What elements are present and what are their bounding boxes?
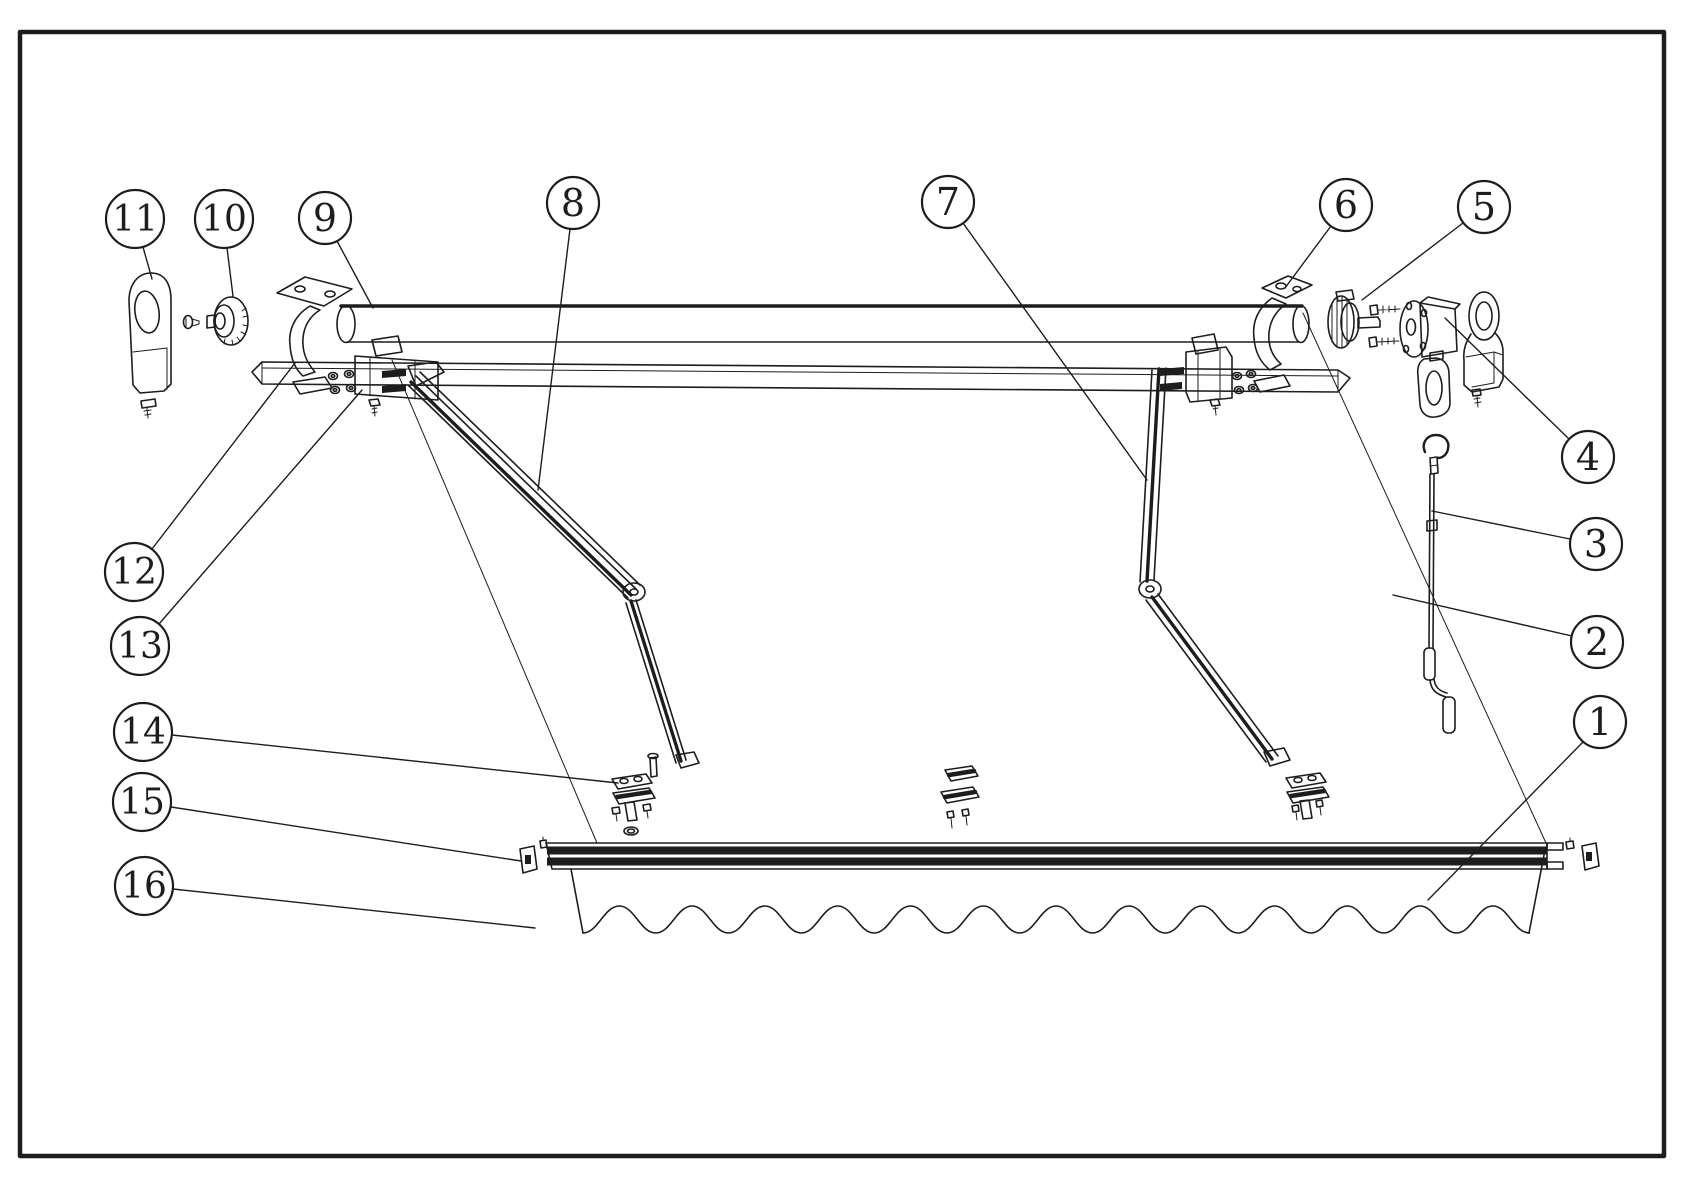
knob-10 [182,296,249,346]
left-shoulder-clamp [327,335,439,417]
callout-circle-11 [104,188,166,250]
callout-number-6: 6 [1334,183,1358,227]
right-shoulder-clamp [1160,333,1259,416]
callout-number-7: 7 [936,180,960,224]
callout-circle-13 [109,615,171,677]
leader-line-15 [170,806,522,862]
leader-line-13 [158,389,363,625]
leader-line-12 [151,362,296,550]
front-bar [545,837,1600,871]
callout-number-3: 3 [1584,522,1608,566]
callout-circle-8 [545,175,601,231]
leader-line-14 [171,734,619,784]
leader-line-2 [1392,594,1573,637]
callout-circle-15 [111,771,173,833]
leader-line-9 [336,240,374,309]
right-arm [1138,367,1291,767]
callout-circle-5 [1456,179,1512,235]
callout-number-11: 11 [112,199,158,240]
callout-number-5: 5 [1472,185,1496,229]
leader-line-3 [1431,510,1571,540]
hook-bracket [1462,291,1504,408]
callout-number-1: 1 [1588,700,1612,744]
callout-circle-9 [297,190,353,246]
right-wall-bracket [1252,275,1313,393]
leader-line-6 [1284,225,1332,289]
end-cap-plate-11 [128,272,172,419]
fabric-sheet-edges [391,312,1547,844]
callout-circle-2 [1569,614,1625,670]
callout-circle-1 [1572,694,1628,750]
callout-number-12: 12 [111,552,157,593]
callout-number-13: 13 [117,626,163,667]
callout-circle-10 [193,188,255,250]
callout-circle-16 [113,855,175,917]
border-frame [17,29,1667,1159]
valance [570,849,1546,934]
leader-line-11 [142,246,153,280]
callout-number-15: 15 [119,782,165,823]
callout-number-9: 9 [313,196,337,240]
callout-number-2: 2 [1585,620,1609,664]
leader-line-8 [537,228,571,491]
roller-tube [336,304,1310,344]
left-wall-bracket [276,276,353,395]
callout-number-4: 4 [1576,435,1600,479]
middle-support-plates [940,765,980,829]
callout-circle-6 [1318,177,1374,233]
left-arm [407,361,700,778]
callout-circle-3 [1568,516,1624,572]
leader-line-4 [1444,317,1570,440]
leader-line-1 [1427,741,1584,901]
leader-line-16 [172,888,536,929]
crank-handle-3 [1422,433,1456,734]
leader-line-10 [226,247,234,297]
left-arm-foot-plates [611,773,656,836]
front-bar-end-cap-left [519,836,548,874]
gear-unit-4 [1399,296,1461,418]
callout-circle-12 [103,541,165,603]
leader-line-7 [962,222,1148,481]
cog-plug-5 [1327,289,1401,349]
right-arm-foot-plates [1285,772,1330,821]
callout-number-10: 10 [201,199,247,240]
callout-circle-14 [112,701,174,763]
callout-circle-7 [920,174,976,230]
callout-number-14: 14 [120,712,166,753]
callout-number-16: 16 [121,866,167,907]
callout-circle-4 [1560,429,1616,485]
leader-line-5 [1361,222,1464,301]
callout-number-8: 8 [561,181,585,225]
